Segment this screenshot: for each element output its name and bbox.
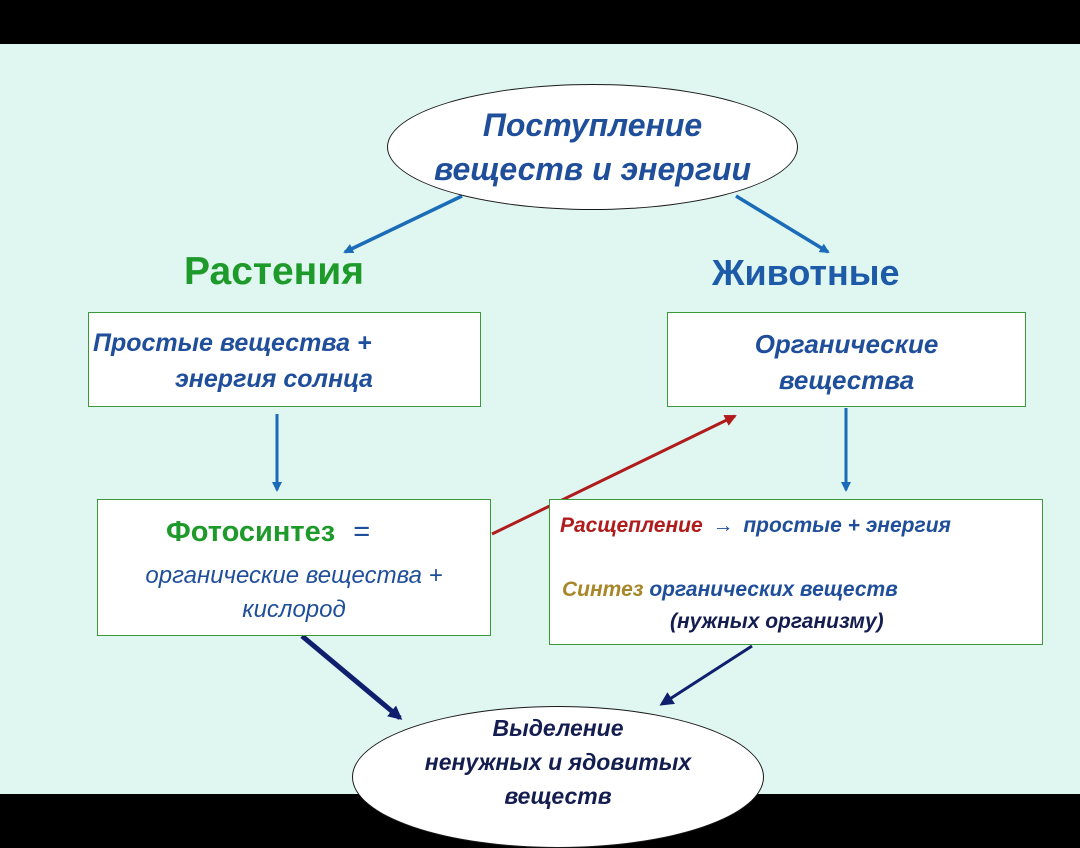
synthesis-word: Синтез — [562, 578, 644, 601]
excretion-line1: Выделение — [492, 715, 624, 741]
splitting-result: простые + энергия — [743, 514, 951, 537]
animals-box1-line1: Органические — [754, 329, 939, 359]
photosynthesis-title-row: Фотосинтез = — [166, 516, 370, 549]
metabolism-box: Расщепление → простые + энергия Синтез о… — [549, 499, 1043, 645]
synthesis-row: Синтез органических веществ — [562, 578, 898, 602]
intake-line2: веществ и энергии — [433, 151, 752, 187]
plants-heading: Растения — [184, 250, 364, 293]
intake-line1: Поступление — [482, 107, 703, 143]
plants-simple-substances-box: Простые вещества + энергия солнца — [88, 312, 481, 407]
photosynthesis-line3: кислород — [242, 596, 346, 623]
synthesis-rest: органических веществ — [649, 578, 898, 601]
splitting-word: Расщепление — [560, 514, 703, 537]
excretion-line3: веществ — [504, 783, 612, 809]
splitting-row: Расщепление → простые + энергия — [560, 514, 951, 538]
animals-box1-line2: вещества — [778, 365, 915, 395]
animals-organic-substances-box: Органические вещества — [667, 312, 1026, 407]
plants-box1-line2: энергия солнца — [175, 365, 373, 393]
photosynthesis-line2: органические вещества + — [145, 562, 443, 589]
top-black-bar — [0, 0, 1080, 44]
excretion-line2: ненужных и ядовитых — [424, 749, 692, 775]
photosynthesis-equals: = — [353, 516, 371, 548]
splitting-arrow: → — [712, 514, 734, 537]
animals-heading: Животные — [712, 252, 900, 293]
photosynthesis-box: Фотосинтез = органические вещества + кис… — [97, 499, 491, 636]
excretion-oval: Выделение ненужных и ядовитых веществ — [352, 706, 764, 848]
plants-box1-line1: Простые вещества + — [93, 329, 372, 357]
synthesis-note: (нужных организму) — [670, 610, 884, 633]
photosynthesis-title: Фотосинтез — [166, 516, 336, 548]
intake-oval: Поступление веществ и энергии — [387, 84, 798, 210]
